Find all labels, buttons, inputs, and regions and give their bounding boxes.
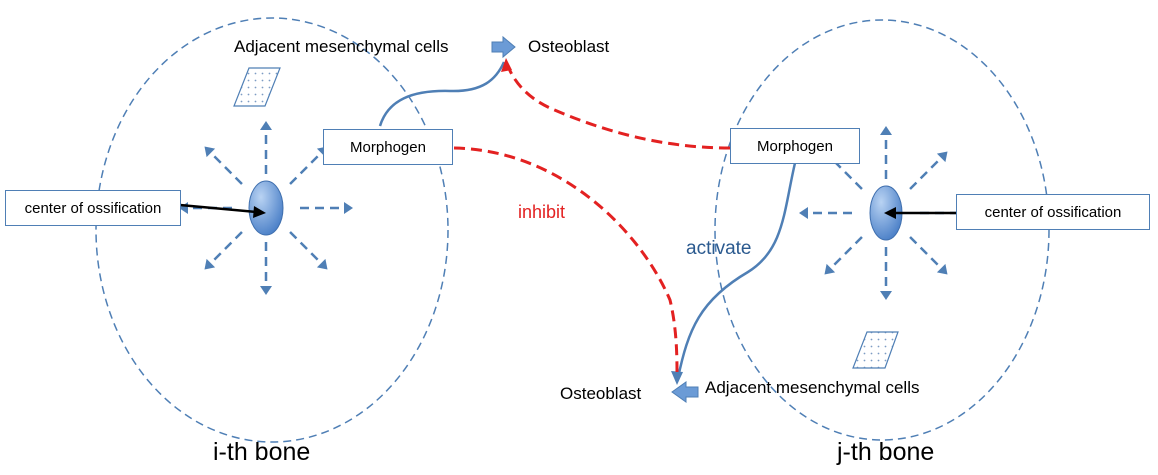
right-ray-head-1 (936, 151, 948, 163)
left-morphogen-activate-curve (378, 61, 506, 127)
right-ray-1 (909, 156, 943, 190)
bottom-mesenchymal-label: Adjacent mesenchymal cells (705, 378, 920, 397)
right-ray-head-0 (880, 126, 892, 135)
j-th-bone-label: j-th bone (837, 438, 935, 466)
right-mesenchymal-cell-icon (852, 331, 899, 369)
bottom-osteoblast-label: Osteoblast (560, 384, 642, 403)
left-ray-head-4 (260, 286, 272, 295)
left-to-right-inhibit-curve (453, 146, 679, 373)
left-ray-head-5 (204, 258, 216, 270)
left-ossification-pointer (179, 203, 257, 214)
inhibit-arrowhead-top (501, 58, 512, 72)
left-ray-7 (209, 151, 243, 185)
i-th-bone-label: i-th bone (213, 438, 311, 466)
left-ray-head-0 (260, 121, 272, 130)
right-ray-3 (909, 236, 943, 270)
right-to-left-inhibit-curve (506, 65, 731, 150)
right-ray-head-5 (824, 263, 836, 275)
right-morphogen-label: Morphogen (757, 137, 833, 155)
i-th-bone-outline (95, 17, 449, 443)
left-ray-head-2 (344, 202, 353, 214)
left-morphogen-box: Morphogen (323, 129, 453, 165)
right-morphogen-activate-curve (676, 162, 797, 379)
left-ossification-center-icon (248, 180, 284, 236)
right-ray-head-6 (799, 207, 808, 219)
j-th-bone-outline (714, 19, 1050, 441)
activate-arrowhead (671, 371, 683, 385)
left-mesenchymal-cell-icon (233, 67, 281, 107)
right-ossification-label: center of ossification (984, 203, 1122, 221)
activate-label: activate (686, 238, 752, 259)
top-mesenchymal-label: Adjacent mesenchymal cells (234, 37, 449, 56)
top-osteoblast-label: Osteoblast (528, 37, 610, 56)
left-ray-head-3 (316, 258, 328, 270)
left-ossification-label: center of ossification (24, 199, 162, 217)
right-ray-head-4 (880, 291, 892, 300)
left-ossification-pointer-head (253, 206, 266, 218)
right-ray-head-3 (936, 263, 948, 275)
left-ossification-label-box: center of ossification (5, 190, 181, 226)
bottom-osteoblast-block-arrow (671, 381, 699, 403)
right-ray-5 (829, 236, 863, 270)
left-morphogen-label: Morphogen (350, 138, 426, 156)
right-morphogen-box: Morphogen (730, 128, 860, 164)
left-ray-head-7 (204, 146, 216, 158)
right-ossification-pointer-head (884, 207, 896, 219)
left-ray-3 (289, 231, 323, 265)
left-ray-5 (209, 231, 243, 265)
left-ray-1 (289, 151, 323, 185)
top-osteoblast-block-arrow (491, 35, 516, 59)
right-ossification-label-box: center of ossification (956, 194, 1150, 230)
left-radiating-arrows (179, 121, 353, 295)
inhibit-label: inhibit (518, 202, 566, 222)
